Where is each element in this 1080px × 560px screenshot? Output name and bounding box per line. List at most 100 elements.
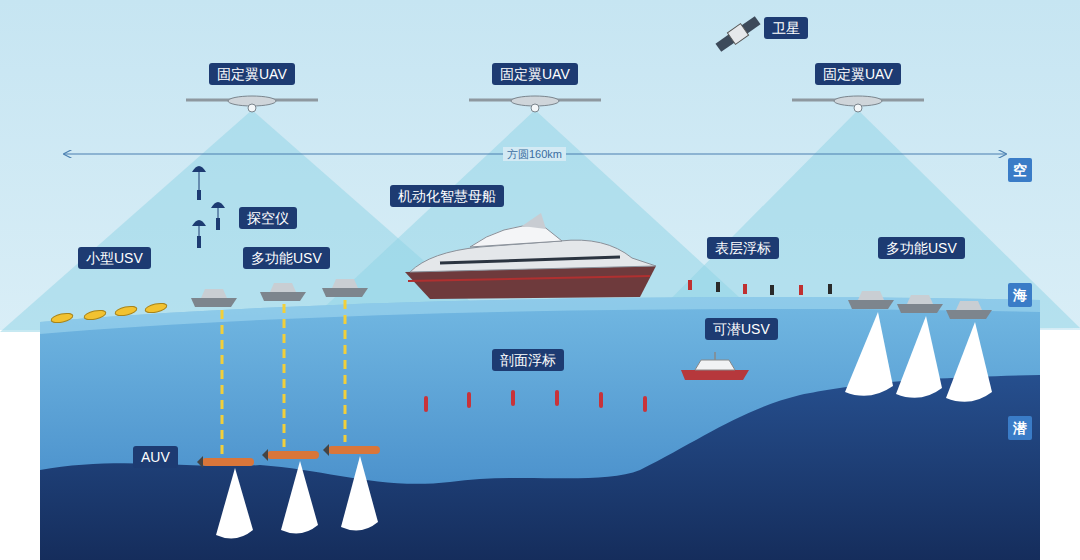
- auv-body: [267, 451, 319, 459]
- platform-label: 可潜USV: [705, 318, 778, 340]
- auv-body: [202, 458, 254, 466]
- platform-label: 探空仪: [239, 207, 297, 229]
- auv-icon: [197, 456, 254, 468]
- surface-buoy: [743, 284, 747, 294]
- sea: [40, 297, 1040, 560]
- usv-cabin: [858, 291, 884, 300]
- auv-body: [328, 446, 380, 454]
- sonar-beam: [946, 322, 992, 402]
- small-usv: [144, 302, 167, 314]
- multi-usv: [260, 283, 306, 301]
- node-text: 可潜USV: [713, 320, 770, 338]
- multi-usv: [191, 289, 237, 307]
- platform-label: 固定翼UAV: [815, 63, 901, 85]
- sonar-beam: [341, 456, 378, 531]
- platform-label: 剖面浮标: [492, 349, 564, 371]
- tether-line: [344, 300, 347, 442]
- node-text: 固定翼UAV: [217, 65, 287, 83]
- node-text: 机动化智慧母船: [398, 187, 496, 205]
- node-text: 空: [1013, 161, 1027, 179]
- node-text: 表层浮标: [715, 239, 771, 257]
- usv-cabin: [332, 279, 358, 288]
- platform-label: 机动化智慧母船: [390, 185, 504, 207]
- layer-tag: 海: [1008, 283, 1032, 307]
- radiosonde-icon: [192, 220, 206, 248]
- radiosonde-icon: [192, 166, 206, 200]
- usv-hull: [191, 298, 237, 307]
- profile-buoy: [424, 396, 428, 412]
- usv-cabin: [956, 301, 982, 310]
- platform-label: 多功能USV: [878, 237, 965, 259]
- ship-stripe: [408, 276, 650, 281]
- node-text: AUV: [141, 448, 170, 466]
- usv-cabin: [907, 295, 933, 304]
- multi-usv: [897, 295, 943, 313]
- surface-buoy: [828, 284, 832, 294]
- auv-prop: [323, 444, 329, 456]
- margin: [1040, 330, 1080, 560]
- sonar-beam: [845, 312, 893, 396]
- tether-line: [221, 310, 224, 454]
- auv-icon: [262, 449, 319, 461]
- tether: [199, 226, 200, 236]
- sonar-beam: [216, 468, 253, 539]
- uav-pod: [248, 104, 256, 112]
- platform-label: 固定翼UAV: [209, 63, 295, 85]
- platform-label: AUV: [133, 446, 178, 468]
- platform-label: 卫星: [764, 17, 808, 39]
- surface-buoys: [688, 280, 832, 295]
- usv-hull: [848, 300, 894, 309]
- profile-buoy: [511, 390, 515, 406]
- small-usv: [114, 305, 137, 317]
- surface-buoy: [770, 285, 774, 295]
- parachute: [211, 202, 225, 208]
- sonar-beam: [896, 316, 942, 398]
- uav-pod: [854, 104, 862, 112]
- range-label: 方圆160km: [503, 147, 566, 161]
- coverage-cone: [640, 110, 1080, 330]
- submersible-usv: [681, 352, 749, 380]
- usv-mast: [714, 352, 716, 360]
- usv-cabin: [270, 283, 296, 292]
- node-text: 卫星: [772, 19, 800, 37]
- tether: [199, 172, 200, 190]
- usv-hull: [946, 310, 992, 319]
- tether: [218, 208, 219, 218]
- usv-hull: [681, 370, 749, 380]
- node-text: 剖面浮标: [500, 351, 556, 369]
- multi-usv: [322, 279, 368, 297]
- multi-usv: [848, 291, 894, 309]
- node-text: 固定翼UAV: [500, 65, 570, 83]
- platform-label: 表层浮标: [707, 237, 779, 259]
- satellite-body: [727, 24, 748, 45]
- platform-label: 固定翼UAV: [492, 63, 578, 85]
- profile-buoys: [424, 390, 647, 412]
- profile-buoy: [599, 392, 603, 408]
- layer-tag: 潜: [1008, 416, 1032, 440]
- ship-bridge: [470, 225, 562, 247]
- usv-hull: [897, 304, 943, 313]
- layer-tag: 空: [1008, 158, 1032, 182]
- seabed: [40, 375, 1040, 560]
- uav-icon: [469, 96, 601, 112]
- surface-buoy: [716, 282, 720, 292]
- sonde: [216, 218, 220, 230]
- node-text: 潜: [1013, 419, 1027, 437]
- sea-surface-band: [40, 297, 1040, 334]
- node-text: 海: [1013, 286, 1027, 304]
- surface-buoy: [688, 280, 692, 290]
- multi-usv: [946, 301, 992, 319]
- ship-mast: [522, 213, 546, 229]
- uav-pod: [531, 104, 539, 112]
- sonde: [197, 190, 201, 200]
- tether-line: [283, 304, 286, 447]
- mother-ship: [405, 213, 656, 299]
- profile-buoy: [643, 396, 647, 412]
- uav-icon: [792, 96, 924, 112]
- auv-icon: [323, 444, 380, 456]
- node-text: 多功能USV: [251, 249, 322, 267]
- ship-superstructure: [410, 240, 656, 272]
- sonar-beam: [281, 461, 318, 534]
- usv-cabin: [695, 360, 735, 370]
